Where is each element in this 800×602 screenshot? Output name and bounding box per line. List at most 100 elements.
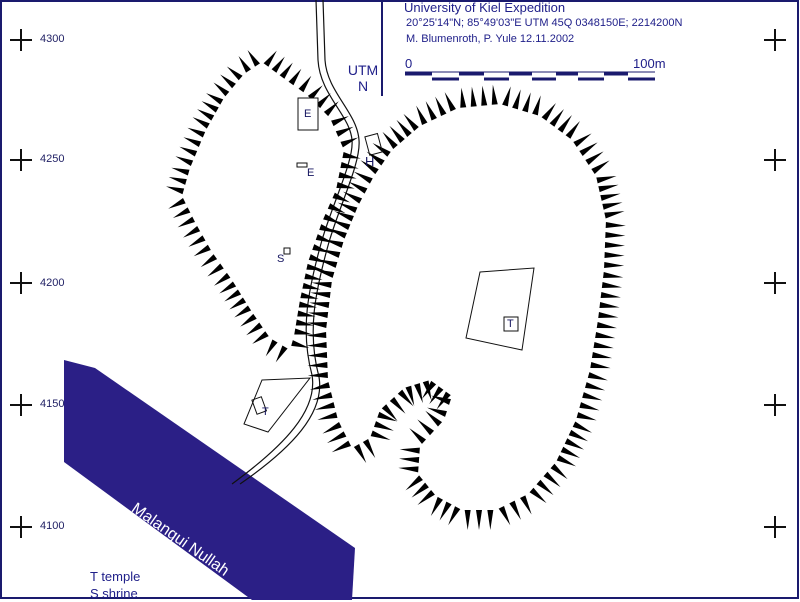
hachure-mark xyxy=(279,62,293,79)
hachure-mark xyxy=(568,429,589,442)
hachure-mark xyxy=(353,171,373,184)
hachure-mark xyxy=(265,339,278,357)
temple-upper xyxy=(503,316,519,332)
hachure-mark xyxy=(263,50,277,67)
grid-label-4300: 4300 xyxy=(40,33,65,45)
hachure-mark xyxy=(224,289,242,302)
hachure-mark xyxy=(331,116,349,127)
hachure-mark xyxy=(585,151,604,165)
hachure-mark xyxy=(207,263,224,277)
scale-bar xyxy=(405,71,655,81)
hachure-mark xyxy=(536,479,554,496)
hachure-mark xyxy=(246,322,263,336)
hachure-mark xyxy=(416,105,428,126)
hachure-mark xyxy=(587,372,608,381)
hachure-mark xyxy=(604,211,625,219)
temple-enclosure-upper xyxy=(465,267,535,351)
grid-cross xyxy=(764,29,786,51)
grid-cross xyxy=(764,394,786,416)
hill-west-hachures xyxy=(166,50,361,363)
grid-cross xyxy=(10,29,32,51)
hachure-mark xyxy=(307,372,328,378)
hachure-mark xyxy=(334,211,354,222)
hachure-mark xyxy=(343,191,363,204)
hachure-mark xyxy=(429,386,444,405)
hachure-mark xyxy=(252,331,269,344)
hachure-mark xyxy=(335,126,354,137)
grid-label-4250: 4250 xyxy=(40,153,65,165)
hachure-mark xyxy=(481,85,488,106)
hachure-mark xyxy=(582,392,603,401)
label-t-upper: T xyxy=(507,318,514,330)
hachure-mark xyxy=(422,380,432,401)
hachure-mark xyxy=(168,177,187,185)
grid-label-4200: 4200 xyxy=(40,277,65,289)
temple-lower xyxy=(251,396,268,415)
legend-shrine: S shrine xyxy=(90,586,138,601)
hachure-mark xyxy=(591,160,610,174)
shrine xyxy=(283,247,291,255)
hachure-mark xyxy=(425,410,443,427)
hachure-mark xyxy=(307,85,323,101)
hachure-mark xyxy=(565,121,580,139)
grid-cross xyxy=(764,272,786,294)
hachure-mark xyxy=(595,332,616,339)
hachure-mark xyxy=(382,131,398,149)
hachure-mark xyxy=(307,362,328,368)
grid-cross xyxy=(764,516,786,538)
authors-text: M. Blumenroth, P. Yule 12.11.2002 xyxy=(406,33,575,45)
grid-cross xyxy=(764,149,786,171)
hachure-mark xyxy=(448,506,461,526)
hachure-mark xyxy=(179,146,198,157)
hachure-mark xyxy=(315,93,331,109)
hachure-mark xyxy=(557,115,572,133)
label-t-lower: T xyxy=(262,406,269,418)
hachure-mark xyxy=(529,487,547,504)
hachure-mark xyxy=(598,312,619,318)
hachure-mark xyxy=(323,101,339,117)
hachure-mark xyxy=(226,66,243,81)
hachure-mark xyxy=(409,428,427,444)
hachure-mark xyxy=(549,109,564,127)
hachure-mark xyxy=(435,96,447,117)
hachure-mark xyxy=(187,127,206,138)
hachure-mark xyxy=(532,95,541,116)
hachure-mark xyxy=(579,142,598,156)
hachure-mark xyxy=(219,281,237,294)
hachure-mark xyxy=(234,305,252,318)
hachure-mark xyxy=(439,501,452,521)
hachure-mark xyxy=(381,404,398,422)
hachure-mark xyxy=(596,322,617,329)
hachure-mark xyxy=(543,471,561,488)
hachure-mark xyxy=(604,252,625,258)
label-s: S xyxy=(277,253,285,265)
hachure-mark xyxy=(238,56,251,73)
hachure-mark xyxy=(604,242,625,248)
hachure-mark xyxy=(470,86,477,107)
hachure-mark xyxy=(172,207,191,219)
hachure-mark xyxy=(373,421,394,431)
hachure-mark xyxy=(291,340,310,348)
hachure-mark xyxy=(398,466,419,473)
road-path xyxy=(231,0,353,485)
hachure-mark xyxy=(444,92,456,112)
hachure-mark xyxy=(403,113,419,131)
hachure-mark xyxy=(183,137,202,148)
hachure-mark xyxy=(397,389,414,407)
grid-label-4150: 4150 xyxy=(40,398,65,410)
river-malangui-nullah xyxy=(64,360,355,600)
north-label-n: N xyxy=(357,78,369,94)
hachure-mark xyxy=(564,438,585,450)
hachure-mark xyxy=(294,328,313,335)
hachure-mark xyxy=(201,101,219,113)
hachure-mark xyxy=(591,352,613,359)
hachure-mark xyxy=(340,137,359,148)
hachure-mark xyxy=(336,182,355,189)
hachure-mark xyxy=(330,219,351,231)
scale-start-label: 0 xyxy=(405,56,413,71)
hachure-mark xyxy=(417,419,435,436)
hachure-mark xyxy=(342,152,361,159)
legend: T temple S shrine xyxy=(90,568,140,602)
hachure-mark xyxy=(560,446,581,458)
hachure-mark xyxy=(431,395,451,405)
